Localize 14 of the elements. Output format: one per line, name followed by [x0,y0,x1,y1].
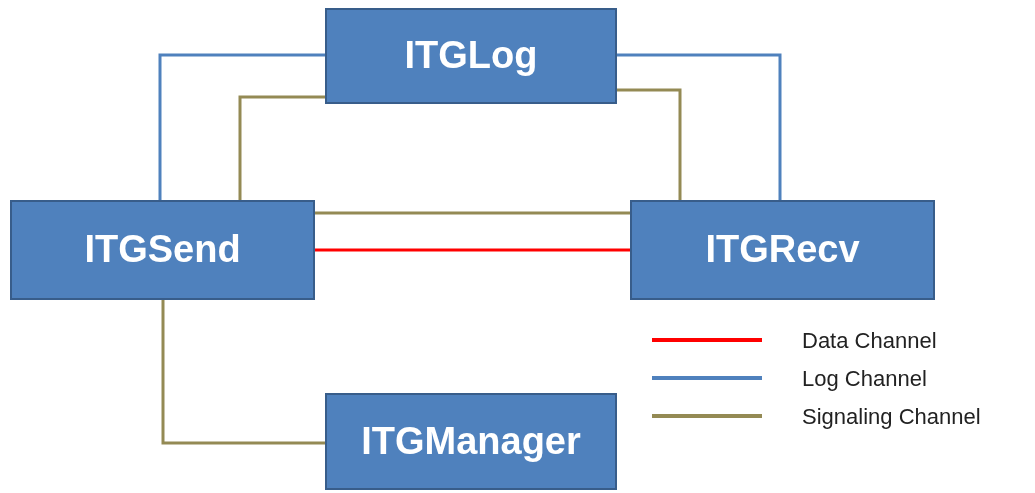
process-box: ITGLog [325,8,617,104]
connector-line [617,88,682,200]
connector-line [315,248,630,252]
process-box: ITGSend [10,200,315,300]
connector-line [158,53,325,200]
connector-line [617,53,782,200]
legend-label: Log Channel [802,364,927,393]
process-box: ITGManager [325,393,617,490]
connector-line [315,211,630,215]
legend-label: Data Channel [802,326,937,355]
connector-line [161,300,325,445]
connector-line [238,95,325,200]
process-box: ITGRecv [630,200,935,300]
legend-label: Signaling Channel [802,402,981,431]
